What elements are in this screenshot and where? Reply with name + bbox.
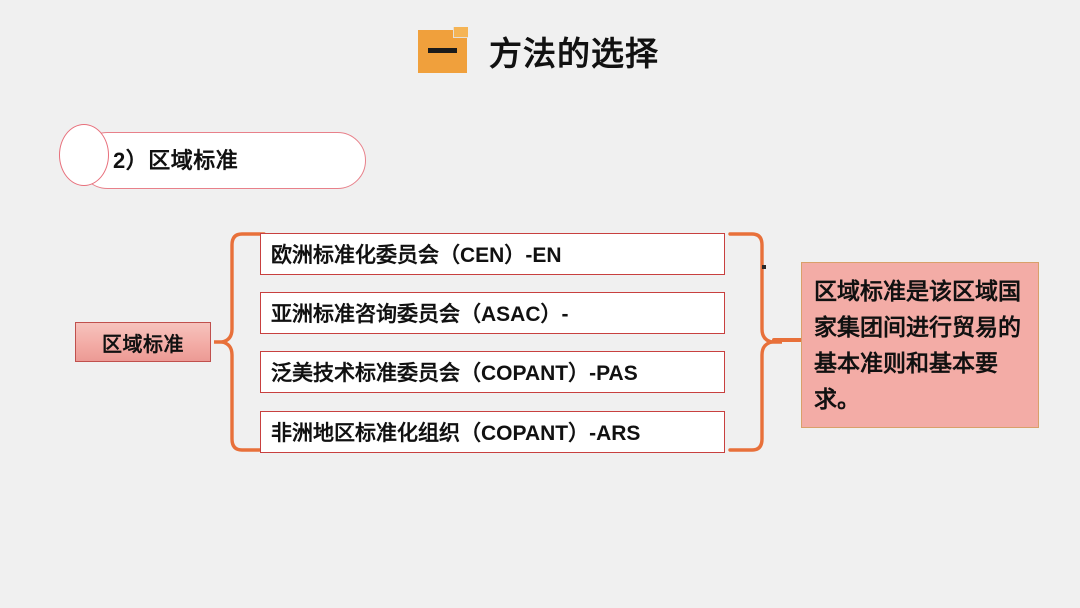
list-item: 泛美技术标准委员会（COPANT）-PAS	[260, 351, 725, 393]
note-callout-box: 区域标准是该区域国家集团间进行贸易的基本准则和基本要求。	[801, 262, 1039, 428]
right-brace-icon	[722, 230, 784, 458]
decorative-dot-marker	[762, 265, 766, 269]
left-brace-icon	[212, 230, 266, 458]
slide-title-bar: 方法的选择	[0, 0, 1080, 100]
list-item-label: 欧洲标准化委员会（CEN）-EN	[271, 244, 562, 267]
section-heading-pill	[79, 132, 366, 189]
page-title: 方法的选择	[489, 35, 659, 72]
orange-page-minus-icon	[418, 27, 468, 73]
list-item: 非洲地区标准化组织（COPANT）-ARS	[260, 411, 725, 453]
brace-to-note-connector	[772, 338, 806, 342]
list-item: 亚洲标准咨询委员会（ASAC）-	[260, 292, 725, 334]
section-heading-label: 2）区域标准	[113, 148, 239, 173]
list-item: 欧洲标准化委员会（CEN）-EN	[260, 233, 725, 275]
icon-minus-stroke	[428, 48, 457, 53]
list-item-label: 亚洲标准咨询委员会（ASAC）-	[271, 303, 569, 326]
list-item-label: 泛美技术标准委员会（COPANT）-PAS	[271, 362, 638, 385]
source-node-box: 区域标准	[75, 322, 211, 362]
icon-fold-corner	[453, 27, 468, 38]
list-item-label: 非洲地区标准化组织（COPANT）-ARS	[271, 422, 641, 445]
note-callout-text: 区域标准是该区域国家集团间进行贸易的基本准则和基本要求。	[814, 278, 1021, 412]
ellipse-outline-icon	[59, 124, 109, 186]
source-node-label: 区域标准	[102, 333, 184, 356]
